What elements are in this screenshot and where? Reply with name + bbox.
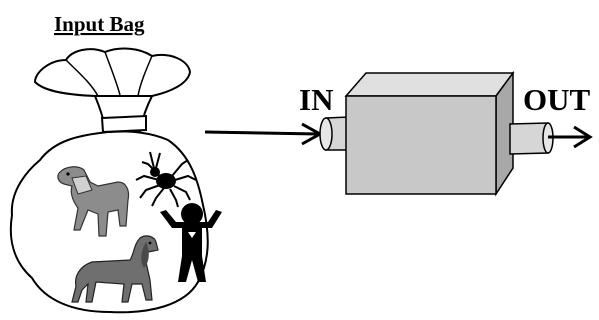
box-front bbox=[345, 95, 497, 195]
output-arrow bbox=[548, 125, 593, 149]
horse-icon bbox=[57, 166, 130, 237]
input-label: IN bbox=[299, 82, 333, 117]
spider-icon bbox=[135, 151, 197, 208]
processing-box bbox=[344, 70, 515, 197]
output-label: OUT bbox=[523, 82, 591, 117]
bag-fold-1 bbox=[65, 59, 99, 97]
input-arrow bbox=[204, 122, 324, 146]
bag-fold-3 bbox=[137, 55, 153, 97]
person-icon bbox=[160, 203, 222, 282]
bag-title: Input Bag bbox=[54, 12, 145, 36]
output-pipe bbox=[509, 122, 554, 155]
bag-tie bbox=[100, 114, 147, 134]
box-top bbox=[344, 72, 515, 97]
bag-body bbox=[9, 130, 209, 314]
dog-icon bbox=[71, 235, 159, 303]
bag-fold-2 bbox=[104, 51, 121, 96]
